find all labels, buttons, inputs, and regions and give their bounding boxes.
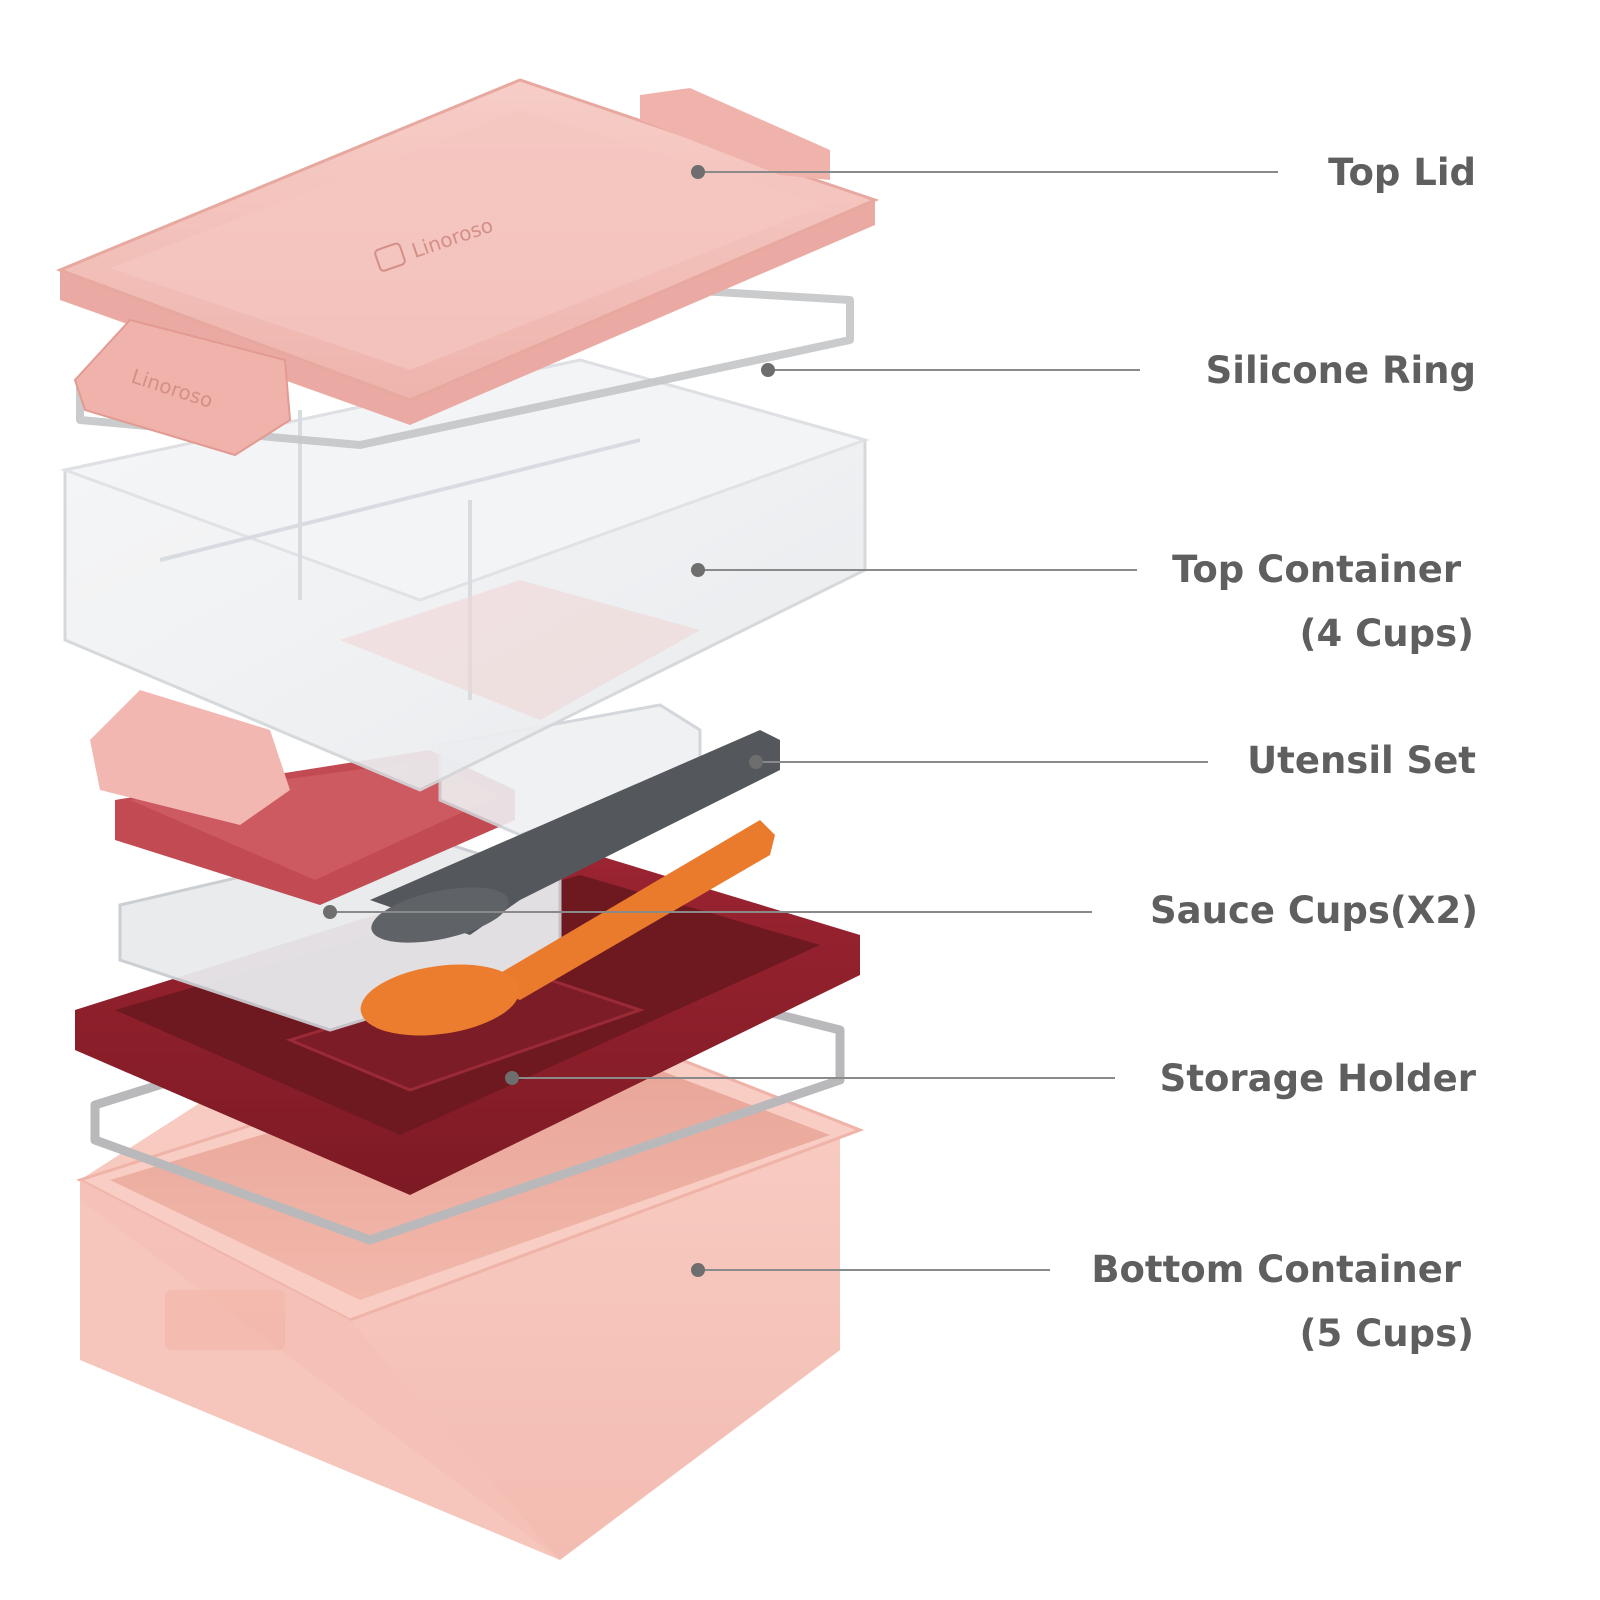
top-lid-inner-panel bbox=[110, 110, 825, 370]
utensil-set-part bbox=[360, 730, 780, 1036]
label-storage-holder: Storage Holder bbox=[1160, 1057, 1477, 1100]
bottom-container-inside bbox=[110, 1040, 830, 1300]
utensil-spoon-head bbox=[360, 964, 520, 1036]
bottom-container-front-face bbox=[80, 1180, 560, 1560]
bottom-container-clip-slot bbox=[165, 1290, 285, 1350]
top-container-pink-reflection bbox=[340, 580, 700, 720]
label-bottom-container: Bottom Container (5 Cups) bbox=[1091, 1248, 1474, 1355]
top-lid-front-clip bbox=[73, 318, 292, 457]
leader-dot-sauce-cups bbox=[323, 905, 337, 919]
utensil-fork-head bbox=[371, 887, 509, 943]
labels-layer: Top Lid Silicone Ring Top Container (4 C… bbox=[323, 151, 1478, 1355]
label-sauce-cups: Sauce Cups(X2) bbox=[1150, 889, 1478, 932]
leader-dot-silicone-ring bbox=[761, 363, 775, 377]
top-container-part bbox=[59, 358, 870, 825]
label-top-container: Top Container (4 Cups) bbox=[1172, 548, 1474, 655]
leader-dot-utensil-set bbox=[749, 755, 763, 769]
leader-dot-storage-holder bbox=[505, 1071, 519, 1085]
label-top-lid: Top Lid bbox=[1328, 151, 1476, 194]
utensil-fork-knife bbox=[370, 730, 780, 935]
utensil-spoon-handle bbox=[480, 820, 775, 1000]
leader-dot-top-lid bbox=[691, 165, 705, 179]
leader-dot-bottom-container bbox=[691, 1263, 705, 1277]
top-container-clip bbox=[90, 690, 290, 825]
label-silicone-ring: Silicone Ring bbox=[1206, 349, 1476, 392]
leader-dot-top-container bbox=[691, 563, 705, 577]
top-lid-back-clip bbox=[640, 88, 830, 180]
top-lid-part: Linoroso Linoroso bbox=[55, 78, 880, 457]
label-utensil-set: Utensil Set bbox=[1247, 739, 1476, 782]
